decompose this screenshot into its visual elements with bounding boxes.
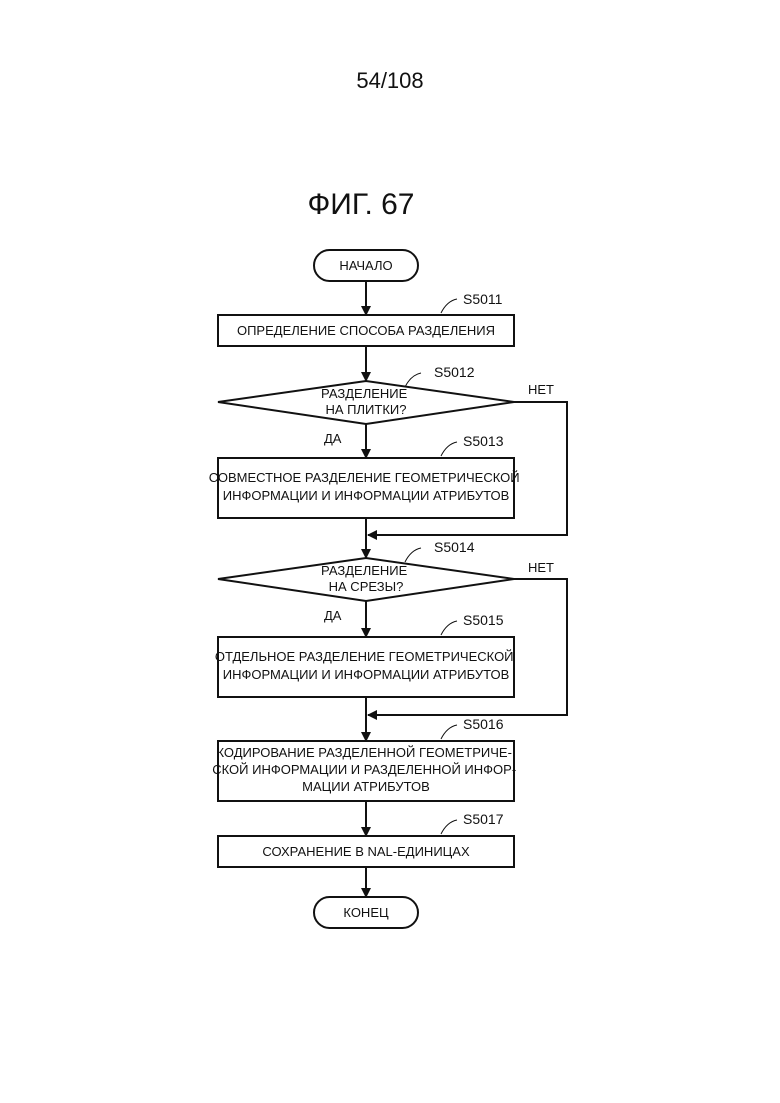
leader-s5016 [441, 725, 457, 739]
s5014-line: РАЗДЕЛЕНИЕ [321, 563, 408, 578]
s5013-text: СОВМЕСТНОЕ РАЗДЕЛЕНИЕ ГЕОМЕТРИЧЕСКОЙ ИНФ… [209, 470, 523, 503]
no-label-s5012: НЕТ [528, 382, 554, 397]
step-id-s5016: S5016 [463, 716, 504, 732]
s5012-line: НА ПЛИТКИ? [326, 402, 407, 417]
s5013-line: ИНФОРМАЦИИ И ИНФОРМАЦИИ АТРИБУТОВ [223, 488, 510, 503]
s5014-line: НА СРЕЗЫ? [329, 579, 404, 594]
s5016-text: КОДИРОВАНИЕ РАЗДЕЛЕННОЙ ГЕОМЕТРИЧЕ- СКОЙ… [212, 745, 520, 794]
step-id-s5017: S5017 [463, 811, 504, 827]
yes-label-s5014: ДА [324, 608, 342, 623]
leader-s5012 [405, 373, 421, 387]
s5012-line: РАЗДЕЛЕНИЕ [321, 386, 408, 401]
step-id-s5013: S5013 [463, 433, 504, 449]
s5014-text: РАЗДЕЛЕНИЕ НА СРЕЗЫ? [321, 563, 411, 594]
leader-s5011 [441, 299, 457, 313]
start-label: НАЧАЛО [339, 258, 392, 273]
s5015-line: ОТДЕЛЬНОЕ РАЗДЕЛЕНИЕ ГЕОМЕТРИЧЕСКОЙ [215, 649, 514, 664]
end-label: КОНЕЦ [343, 905, 389, 920]
no-branch-s5012 [368, 402, 567, 535]
s5016-line: МАЦИИ АТРИБУТОВ [302, 779, 430, 794]
s5016-line: СКОЙ ИНФОРМАЦИИ И РАЗДЕЛЕННОЙ ИНФОР- [212, 762, 516, 777]
s5015-text: ОТДЕЛЬНОЕ РАЗДЕЛЕНИЕ ГЕОМЕТРИЧЕСКОЙ ИНФО… [215, 649, 517, 682]
no-label-s5014: НЕТ [528, 560, 554, 575]
yes-label-s5012: ДА [324, 431, 342, 446]
s5012-text: РАЗДЕЛЕНИЕ НА ПЛИТКИ? [321, 386, 411, 417]
s5016-line: КОДИРОВАНИЕ РАЗДЕЛЕННОЙ ГЕОМЕТРИЧЕ- [216, 745, 511, 760]
leader-s5014 [405, 548, 421, 562]
s5017-text: СОХРАНЕНИЕ В NAL-ЕДИНИЦАХ [262, 844, 470, 859]
s5011-text: ОПРЕДЕЛЕНИЕ СПОСОБА РАЗДЕЛЕНИЯ [237, 323, 495, 338]
leader-s5015 [441, 621, 457, 635]
leader-s5013 [441, 442, 457, 456]
leader-s5017 [441, 820, 457, 834]
step-id-s5014: S5014 [434, 539, 475, 555]
step-id-s5011: S5011 [463, 291, 503, 307]
s5013-line: СОВМЕСТНОЕ РАЗДЕЛЕНИЕ ГЕОМЕТРИЧЕСКОЙ [209, 470, 520, 485]
s5015-line: ИНФОРМАЦИИ И ИНФОРМАЦИИ АТРИБУТОВ [223, 667, 510, 682]
no-branch-s5014 [368, 579, 567, 715]
s5011-line: ОПРЕДЕЛЕНИЕ СПОСОБА РАЗДЕЛЕНИЯ [237, 323, 495, 338]
step-id-s5012: S5012 [434, 364, 475, 380]
step-id-s5015: S5015 [463, 612, 504, 628]
s5017-line: СОХРАНЕНИЕ В NAL-ЕДИНИЦАХ [262, 844, 470, 859]
